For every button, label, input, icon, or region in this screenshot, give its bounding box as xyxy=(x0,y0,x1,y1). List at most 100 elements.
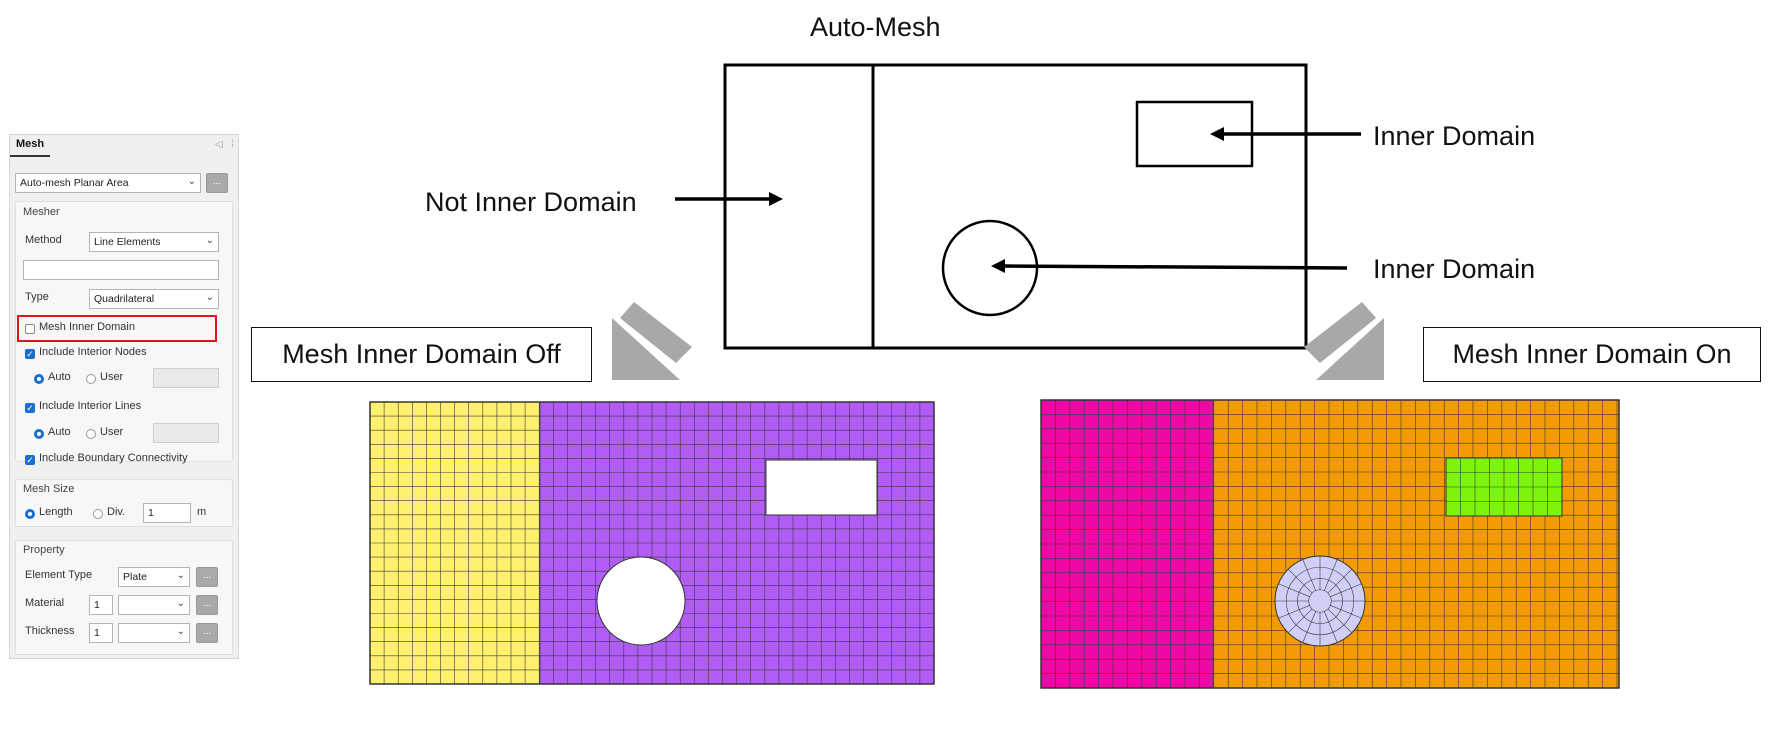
chevron-down-icon: ⌄ xyxy=(205,292,214,303)
mode-select-value: Auto-mesh Planar Area xyxy=(20,177,129,189)
chevron-down-icon: ⌄ xyxy=(187,176,196,187)
mesh-on-grid-lines xyxy=(1041,400,1619,688)
method-value: Line Elements xyxy=(94,236,161,248)
gray-arrow-right-shaft xyxy=(1304,302,1376,363)
type-label: Type xyxy=(25,291,49,303)
not-inner-domain-label: Not Inner Domain xyxy=(425,187,637,217)
include-boundary-connectivity-checkbox[interactable]: ✓ xyxy=(25,455,35,465)
arrow-inner-circle xyxy=(1004,264,1348,270)
arrow-inner-circle-head xyxy=(991,259,1005,273)
mesh-line xyxy=(1327,608,1353,634)
lines-user-label: User xyxy=(100,426,124,438)
mesh-off-figure xyxy=(369,401,935,685)
nodes-user-label: User xyxy=(100,371,124,383)
include-interior-nodes-checkbox[interactable]: ✓ xyxy=(25,349,35,359)
include-interior-nodes-label: Include Interior Nodes xyxy=(39,346,147,358)
mesh-size-unit: m xyxy=(197,506,207,518)
nodes-user-radio[interactable] xyxy=(86,374,96,384)
drag-handle-icon[interactable]: ⁞ xyxy=(231,139,234,150)
inner-domain-circle-label: Inner Domain xyxy=(1373,254,1536,284)
mesh-line xyxy=(1330,605,1362,619)
mesher-title: Mesher xyxy=(23,206,60,218)
gray-arrow-left-shaft xyxy=(620,302,692,363)
material-more-button[interactable]: ... xyxy=(196,595,218,615)
mesh-on-border xyxy=(1040,399,1620,689)
element-type-value: Plate xyxy=(123,571,147,583)
div-label: Div. xyxy=(107,506,126,518)
type-select[interactable]: Quadrilateral ⌄ xyxy=(89,289,219,309)
tab-mesh[interactable]: Mesh xyxy=(16,138,45,150)
thickness-more-button[interactable]: ... xyxy=(196,623,218,643)
mesh-line xyxy=(1324,611,1338,643)
mode-more-button[interactable]: ... xyxy=(206,173,228,193)
gray-arrow-right-group xyxy=(1304,302,1384,380)
mesh-line xyxy=(1287,568,1313,594)
include-interior-lines-checkbox[interactable]: ✓ xyxy=(25,403,35,413)
lines-user-input[interactable] xyxy=(153,423,219,443)
tab-underline xyxy=(10,155,50,157)
mesh-line xyxy=(1324,559,1338,591)
mesh-line xyxy=(1302,559,1316,591)
domain-outline xyxy=(723,63,1308,350)
method-label: Method xyxy=(25,234,62,246)
lines-auto-label: Auto xyxy=(48,426,71,438)
collapse-icon[interactable]: ◁ xyxy=(215,139,223,150)
mesh-line xyxy=(1278,583,1310,597)
length-label: Length xyxy=(39,506,73,518)
thickness-label: Thickness xyxy=(25,625,75,637)
mesh-off-circle-hole xyxy=(596,556,686,646)
mesh-off-border xyxy=(369,401,935,685)
mesh-line xyxy=(1278,605,1310,619)
property-title: Property xyxy=(23,544,65,556)
type-value: Quadrilateral xyxy=(94,293,155,305)
mesh-line xyxy=(1330,583,1362,597)
thickness-input[interactable]: 1 xyxy=(89,623,113,643)
gray-arrow-left-tip xyxy=(612,318,680,380)
mesh-inner-domain-on-label: Mesh Inner Domain On xyxy=(1423,327,1761,382)
lines-auto-radio[interactable] xyxy=(34,429,44,439)
gray-arrow-right-tip xyxy=(1316,318,1384,380)
gray-arrow-left-group xyxy=(612,302,692,380)
element-type-select[interactable]: Plate ⌄ xyxy=(118,567,190,587)
material-input[interactable]: 1 xyxy=(89,595,113,615)
mode-select[interactable]: Auto-mesh Planar Area ⌄ xyxy=(15,173,201,193)
auto-mesh-title: Auto-Mesh xyxy=(810,12,941,42)
arrow-not-inner-head xyxy=(769,192,783,206)
mesh-line xyxy=(1287,608,1313,634)
mesh-panel: Mesh ◁ ⁞ Auto-mesh Planar Area ⌄ ... Mes… xyxy=(9,134,239,659)
mesh-inner-domain-off-label: Mesh Inner Domain Off xyxy=(251,327,592,382)
mesh-on-rect-grid xyxy=(1446,458,1562,516)
mesh-on-circle-grid xyxy=(1275,556,1365,646)
line-input[interactable] xyxy=(23,260,219,280)
mesh-inner-domain-highlight xyxy=(17,315,217,342)
mesh-size-input[interactable]: 1 xyxy=(143,503,191,523)
div-radio[interactable] xyxy=(93,509,103,519)
mesh-line xyxy=(1302,611,1316,643)
include-interior-lines-label: Include Interior Lines xyxy=(39,400,142,412)
thickness-select[interactable]: ⌄ xyxy=(118,623,190,643)
chevron-down-icon: ⌄ xyxy=(176,626,185,637)
mesh-on-figure xyxy=(1040,399,1620,689)
chevron-down-icon: ⌄ xyxy=(176,598,185,609)
method-select[interactable]: Line Elements ⌄ xyxy=(89,232,219,252)
mesh-size-group xyxy=(15,479,233,527)
nodes-user-input[interactable] xyxy=(153,368,219,388)
mesh-line xyxy=(1327,568,1353,594)
material-select[interactable]: ⌄ xyxy=(118,595,190,615)
inner-domain-rect-label: Inner Domain xyxy=(1373,121,1536,151)
chevron-down-icon: ⌄ xyxy=(176,570,185,581)
element-type-label: Element Type xyxy=(25,569,93,581)
nodes-auto-label: Auto xyxy=(48,371,71,383)
mesh-off-rect-hole xyxy=(765,459,878,516)
arrow-inner-rect-head xyxy=(1210,127,1224,141)
chevron-down-icon: ⌄ xyxy=(205,235,214,246)
mesh-size-title: Mesh Size xyxy=(23,483,75,495)
lines-user-radio[interactable] xyxy=(86,429,96,439)
element-type-more-button[interactable]: ... xyxy=(196,567,218,587)
material-label: Material xyxy=(25,597,65,609)
include-boundary-connectivity-label: Include Boundary Connectivity xyxy=(39,452,188,464)
mesh-inner-domain-checkbox[interactable] xyxy=(25,324,35,334)
length-radio[interactable] xyxy=(25,509,35,519)
nodes-auto-radio[interactable] xyxy=(34,374,44,384)
